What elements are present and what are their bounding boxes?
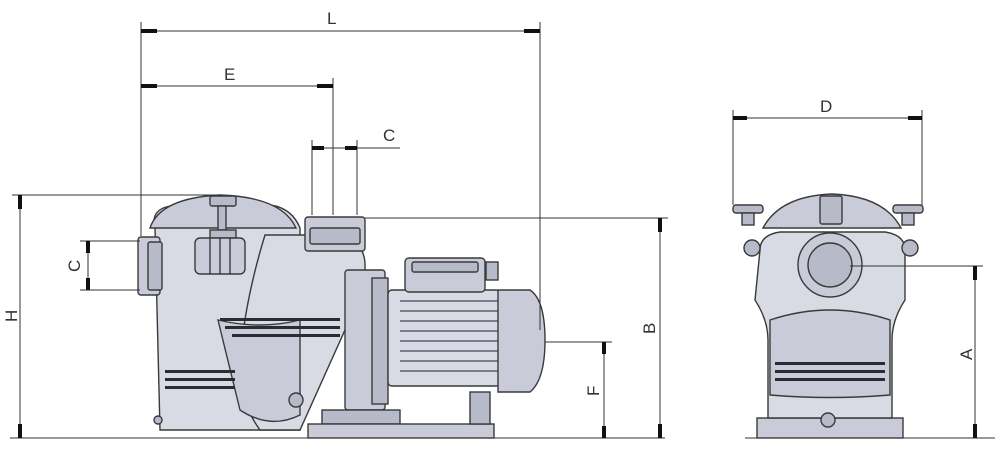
dimension-C-inlet-label: C	[65, 260, 84, 272]
dimension-C-outlet: C	[311, 126, 400, 215]
dimension-D: D	[732, 97, 923, 205]
dimension-B-label: B	[640, 323, 659, 334]
dimension-L-label: L	[327, 9, 336, 28]
dimension-D-label: D	[820, 97, 832, 116]
dimension-A: A	[850, 265, 983, 438]
dimension-B: B	[365, 217, 668, 438]
motor-fins	[400, 300, 498, 372]
dimension-E: E	[141, 65, 334, 215]
dimension-H: H	[2, 194, 220, 438]
dimension-H-label: H	[2, 310, 21, 322]
dimension-A-label: A	[957, 348, 976, 360]
dimension-F-label: F	[584, 386, 603, 396]
dimension-F: F	[545, 341, 612, 438]
dimension-E-label: E	[224, 65, 235, 84]
dimension-C-outlet-label: C	[383, 126, 395, 145]
dimension-L: L	[140, 9, 541, 330]
pump-front-view	[732, 193, 995, 439]
dimension-C-inlet: C	[65, 240, 140, 291]
pump-side-view	[10, 194, 665, 439]
